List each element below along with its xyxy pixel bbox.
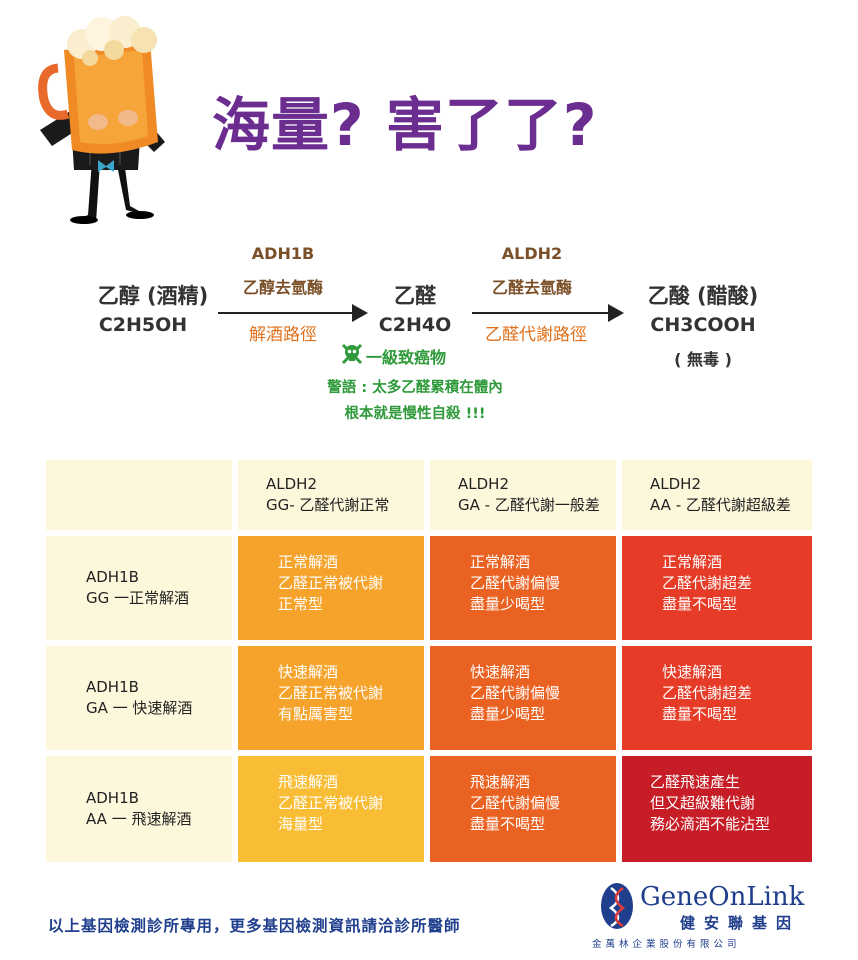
arrow-line-1 [218,312,354,314]
row-header-line: ADH1B [86,789,139,807]
arrow-line-2 [472,312,610,314]
cell-line: 乙醛代謝偏慢 [470,574,561,592]
arrow-head-1 [352,304,368,322]
col-header-line: ALDH2 [266,475,317,493]
row-header-line: AA 一 飛速解酒 [86,810,192,828]
carcinogen-label: 一級致癌物 [366,348,447,367]
warning-line-2: 根本就是慢性自殺 !!! [344,406,486,422]
cell-line: 乙醛代謝偏慢 [470,794,561,812]
col-header-line: AA - 乙醛代謝超級差 [650,496,791,514]
beer-mug-mascot [38,16,165,224]
cell-line: 乙醛代謝超差 [662,684,753,702]
page-title: 海量? 害了了? [212,91,598,159]
row-header-line: GA 一 快速解酒 [86,699,193,717]
cell-line: 盡量不喝型 [662,705,738,723]
col-header-line: GG- 乙醛代謝正常 [266,496,390,514]
cell-line: 正常解酒 [662,553,723,571]
acetic-acid-name: 乙酸 (醋酸) [647,284,759,308]
cell-line: 正常解酒 [278,553,339,571]
cell-line: 盡量少喝型 [470,595,546,613]
cell-line: 盡量少喝型 [470,705,546,723]
col-header-line: ALDH2 [650,475,701,493]
enzyme-adh1b: ADH1B [251,244,315,263]
cell-line: 乙醛飛速產生 [650,773,741,791]
col-header-line: GA - 乙醛代謝一般差 [458,496,600,514]
cell-line: 海量型 [278,815,324,833]
row-header-line: ADH1B [86,678,139,696]
company-name: 金萬林企業股份有限公司 [592,939,741,950]
acetaldehyde-formula: C2H4O [378,314,452,336]
dna-logo-icon [601,883,633,929]
table-cell: 飛速解酒 乙醛代謝偏慢 盡量不喝型 [430,756,616,862]
enzyme-aldh2: ALDH2 [501,244,563,263]
ethanol-formula: C2H5OH [98,314,188,336]
brand-chinese-name: 健安聯基因 [680,914,801,932]
table-cell: 快速解酒 乙醛代謝超差 盡量不喝型 [622,646,812,750]
cell-line: 乙醛代謝超差 [662,574,753,592]
table-cell: 正常解酒 乙醛正常被代謝 正常型 [238,536,424,640]
brand-logo-text: GeneOnLink [640,882,805,912]
skull-crossbones-icon [341,343,363,365]
row-header-adh1b-aa: ADH1B AA 一 飛速解酒 [46,756,232,862]
cell-line: 盡量不喝型 [470,815,546,833]
cell-line: 乙醛正常被代謝 [278,684,384,702]
arrow-head-2 [608,304,624,322]
table-cell: 正常解酒 乙醛代謝超差 盡量不喝型 [622,536,812,640]
route-hangover: 解酒路徑 [249,325,317,345]
cell-line: 快速解酒 [662,663,723,681]
col-header-aldh2-aa: ALDH2 AA - 乙醛代謝超級差 [622,460,812,530]
cell-line: 飛速解酒 [278,773,339,791]
table-cell: 乙醛飛速產生 但又超級難代謝 務必滴酒不能沾型 [622,756,812,862]
row-header-line: GG 一正常解酒 [86,589,190,607]
col-header-aldh2-gg: ALDH2 GG- 乙醛代謝正常 [238,460,424,530]
cell-line: 飛速解酒 [470,773,531,791]
cell-line: 乙醛代謝偏慢 [470,684,561,702]
cell-line: 快速解酒 [278,663,339,681]
row-header-adh1b-ga: ADH1B GA 一 快速解酒 [46,646,232,750]
route-acetaldehyde: 乙醛代謝路徑 [485,325,587,345]
cell-line: 快速解酒 [470,663,531,681]
table-cell: 飛速解酒 乙醛正常被代謝 海量型 [238,756,424,862]
cell-line: 乙醛正常被代謝 [278,574,384,592]
warning-line-1: 警語 : 太多乙醛累積在體內 [327,380,503,396]
row-header-adh1b-gg: ADH1B GG 一正常解酒 [46,536,232,640]
cell-line: 務必滴酒不能沾型 [650,815,771,833]
col-header-line: ALDH2 [458,475,509,493]
enzyme-adh1b-desc: 乙醇去氫酶 [242,278,323,297]
cell-line: 乙醛正常被代謝 [278,794,384,812]
cell-line: 盡量不喝型 [662,595,738,613]
table-cell: 快速解酒 乙醛代謝偏慢 盡量少喝型 [430,646,616,750]
footer-note: 以上基因檢測診所專用，更多基因檢測資訊請洽診所醫師 [48,917,461,935]
acetaldehyde-name: 乙醛 [394,284,436,308]
cell-line: 正常解酒 [470,553,531,571]
cell-line: 有點厲害型 [278,705,354,723]
enzyme-aldh2-desc: 乙醛去氫酶 [491,278,572,297]
row-header-line: ADH1B [86,568,139,586]
cell-line: 正常型 [278,595,324,613]
table-cell: 快速解酒 乙醛正常被代謝 有點厲害型 [238,646,424,750]
table-corner-cell [46,460,232,530]
col-header-aldh2-ga: ALDH2 GA - 乙醛代謝一般差 [430,460,616,530]
non-toxic-note: ( 無毒 ) [674,350,732,369]
cell-line: 但又超級難代謝 [650,794,756,812]
ethanol-name: 乙醇 (酒精) [97,284,209,308]
acetic-acid-formula: CH3COOH [650,314,756,336]
table-cell: 正常解酒 乙醛代謝偏慢 盡量少喝型 [430,536,616,640]
